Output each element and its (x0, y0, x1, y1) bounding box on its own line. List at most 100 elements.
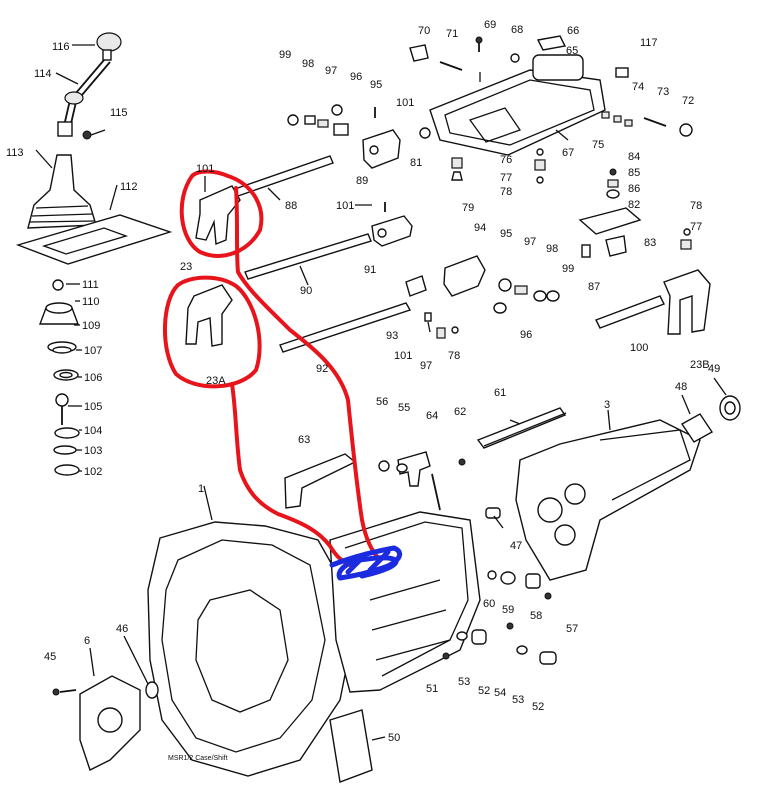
label-23: 23 (180, 261, 192, 273)
shift-rail-88-part (231, 155, 334, 198)
label-97-mid: 97 (524, 236, 536, 248)
label-78-bottom: 78 (448, 350, 460, 362)
shift-boot-part (27, 154, 97, 229)
extension-housing-3-part (515, 419, 701, 581)
label-109: 109 (82, 320, 100, 332)
bolt-115-part (82, 129, 106, 140)
interlock-82-part (578, 168, 642, 258)
seal-49-part (719, 395, 741, 421)
shift-rail-61-part (476, 407, 567, 449)
label-92: 92 (316, 363, 328, 375)
plug-47-part (485, 507, 501, 519)
label-95-mid: 95 (500, 228, 512, 240)
shift-knob-part (96, 32, 122, 61)
label-50: 50 (388, 732, 400, 744)
label-74: 74 (632, 81, 644, 93)
label-57: 57 (566, 623, 578, 635)
red-circle-fork-23 (179, 169, 264, 258)
label-85: 85 (628, 167, 640, 179)
label-77-right: 77 (690, 221, 702, 233)
label-53-left: 53 (458, 676, 470, 688)
label-84: 84 (628, 151, 640, 163)
label-98-top: 98 (302, 58, 314, 70)
shift-cover-67-part (429, 69, 606, 156)
label-78-top: 78 (500, 186, 512, 198)
label-69: 69 (484, 19, 496, 31)
bellhousing-case-part (147, 521, 353, 777)
label-72: 72 (682, 95, 694, 107)
label-82: 82 (628, 199, 640, 211)
label-115: 115 (110, 107, 128, 119)
label-23b: 23B (690, 359, 710, 371)
label-113: 113 (6, 147, 24, 159)
label-83: 83 (644, 237, 656, 249)
label-52-right: 52 (532, 701, 544, 713)
selector-94-part (405, 255, 560, 339)
label-117: 117 (640, 37, 658, 49)
label-77-top: 77 (500, 172, 512, 184)
label-3: 3 (604, 399, 610, 411)
label-68: 68 (511, 24, 523, 36)
label-64: 64 (426, 410, 438, 422)
label-78-right: 78 (690, 200, 702, 212)
leader-lines-left (35, 44, 118, 472)
label-97-top: 97 (325, 65, 337, 77)
label-96-top: 96 (350, 71, 362, 83)
label-75: 75 (592, 139, 604, 151)
label-112: 112 (120, 181, 138, 193)
label-67: 67 (562, 147, 574, 159)
label-110: 110 (82, 296, 100, 308)
label-55: 55 (398, 402, 410, 414)
label-61: 61 (494, 387, 506, 399)
label-46: 46 (116, 623, 128, 635)
label-101-top: 101 (196, 163, 214, 175)
label-56: 56 (376, 396, 388, 408)
label-90: 90 (300, 285, 312, 297)
label-60: 60 (483, 598, 495, 610)
shift-rail-100-part (595, 295, 665, 329)
label-59: 59 (502, 604, 514, 616)
label-104: 104 (84, 425, 102, 437)
label-51: 51 (426, 683, 438, 695)
label-96-mid: 96 (520, 329, 532, 341)
label-102: 102 (84, 466, 102, 478)
label-81: 81 (410, 157, 422, 169)
label-45: 45 (44, 651, 56, 663)
label-99-top: 99 (279, 49, 291, 61)
label-86: 86 (628, 183, 640, 195)
label-99-mid: 99 (562, 263, 574, 275)
label-106: 106 (84, 372, 102, 384)
shift-lever-part (57, 59, 111, 137)
label-53-right: 53 (512, 694, 524, 706)
label-95-top: 95 (370, 79, 382, 91)
label-62: 62 (454, 406, 466, 418)
label-93: 93 (386, 330, 398, 342)
shift-lever-64-part (378, 451, 466, 511)
shift-bracket-63-part (284, 453, 357, 509)
label-49: 49 (708, 363, 720, 375)
label-54: 54 (494, 687, 506, 699)
shift-fork-23a-part (185, 284, 233, 347)
label-97-bottom: 97 (420, 360, 432, 372)
label-47: 47 (510, 540, 522, 552)
red-circle-fork-23a (162, 275, 262, 389)
label-100: 100 (630, 342, 648, 354)
label-63: 63 (298, 434, 310, 446)
label-52-left: 52 (478, 685, 490, 697)
label-114: 114 (34, 68, 52, 80)
part-labels: 116 114 115 113 112 111 110 109 107 106 … (6, 19, 720, 744)
selector-89-part (362, 129, 401, 169)
label-101-mid: 101 (396, 97, 414, 109)
shift-fork-23b-part (663, 228, 711, 335)
diagram-caption: MSR1/2 Case/Shift (168, 755, 228, 762)
label-65: 65 (566, 45, 578, 57)
label-1: 1 (198, 483, 204, 495)
label-101-bottom: 101 (394, 350, 412, 362)
label-116: 116 (52, 41, 70, 53)
gear-case-body-part (329, 511, 481, 693)
label-101-low: 101 (336, 200, 354, 212)
label-58: 58 (530, 610, 542, 622)
label-48: 48 (675, 381, 687, 393)
shifter-base-stack-part (38, 279, 80, 476)
